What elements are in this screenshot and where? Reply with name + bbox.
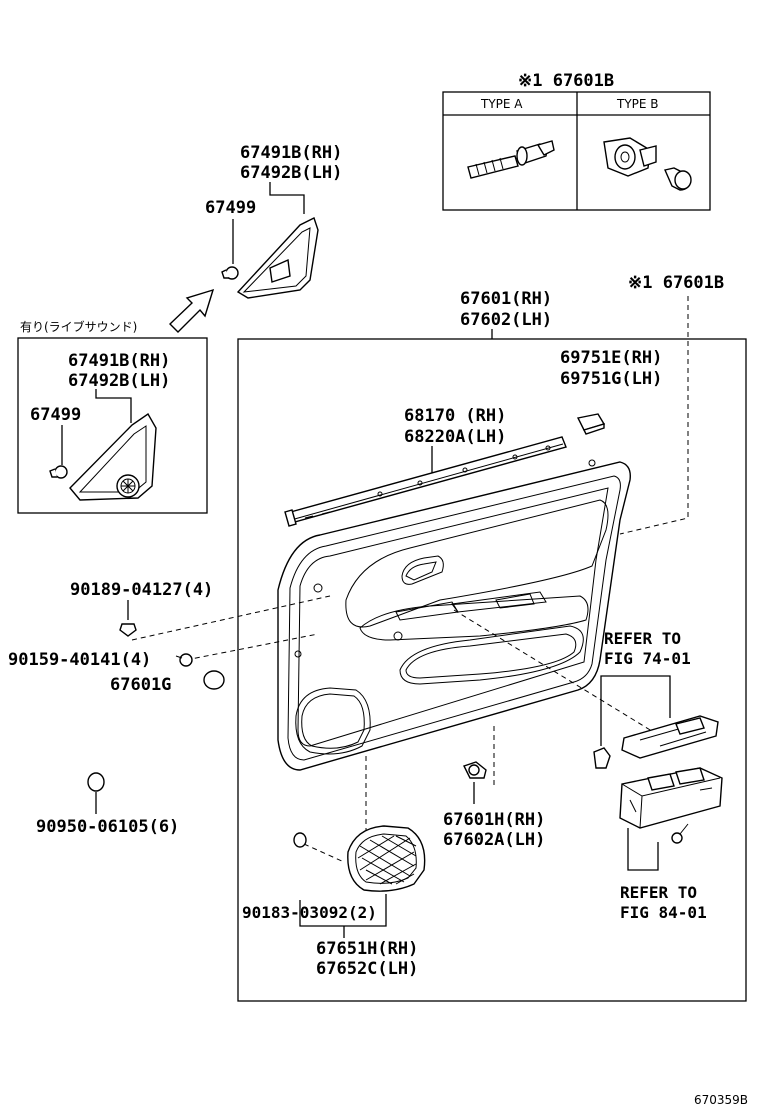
weatherstrip-rh-label: 68170 (RH): [404, 406, 506, 426]
speaker-grille-part: [347, 825, 426, 892]
figure-code: 670359B: [694, 1093, 748, 1107]
refer-74-line2: FIG 74-01: [604, 649, 691, 668]
refer-84-line1: REFER TO: [620, 883, 697, 902]
refer-74-line1: REFER TO: [604, 629, 681, 648]
door-trim-panel: [277, 459, 631, 771]
type-a-label: TYPE A: [480, 97, 523, 111]
inset-clip-part: [49, 465, 68, 479]
grille-lh-label: 67652C(LH): [316, 959, 418, 979]
inset-trim-rh-label: 67491B(RH): [68, 351, 170, 371]
clip-67499-label: 67499: [205, 198, 256, 218]
inset-caption: 有り(ライブサウンド): [20, 319, 137, 334]
clip-67601g-part: [203, 670, 225, 690]
inset-clip-label: 67499: [30, 405, 81, 425]
armrest-cover-part: [576, 413, 606, 435]
clip-90183-part: [293, 832, 307, 848]
clip-90183-label: 90183-03092(2): [242, 903, 377, 922]
power-window-switch: [619, 767, 723, 829]
panel-lh-label: 67602(LH): [460, 310, 552, 330]
header-ref-label: ※1 67601B: [518, 71, 614, 91]
plug-90950-label: 90950-06105(6): [36, 817, 179, 837]
type-table: TYPE A TYPE B: [442, 91, 711, 211]
inset-box: [17, 337, 208, 514]
clip-67601g-label: 67601G: [110, 675, 171, 695]
type-b-clip-illustration: [603, 137, 692, 191]
weatherstrip-part: [284, 436, 567, 527]
side-ref-label: ※1 67601B: [628, 273, 724, 293]
bracket-clip-part: [463, 761, 487, 779]
grille-rh-label: 67651H(RH): [316, 939, 418, 959]
window-switch-bezel: [593, 715, 719, 769]
clip-67499-part: [221, 266, 239, 280]
screw-90189-part: [119, 623, 137, 637]
trim-lh-label: 67492B(LH): [240, 163, 342, 183]
direction-arrow: [168, 288, 215, 333]
inset-trim-lh-label: 67492B(LH): [68, 371, 170, 391]
bracket-lh-label: 67602A(LH): [443, 830, 545, 850]
weatherstrip-lh-label: 68220A(LH): [404, 427, 506, 447]
bracket-rh-label: 67601H(RH): [443, 810, 545, 830]
type-a-clip-illustration: [467, 140, 555, 179]
plug-90950-part: [87, 772, 105, 792]
trim-rh-label: 67491B(RH): [240, 143, 342, 163]
switch-screw-part: [671, 823, 689, 844]
inset-speaker-trim: [69, 412, 157, 501]
screw-90159-part: [175, 653, 193, 667]
screw-90159-label: 90159-40141(4): [8, 650, 151, 670]
cover-rh-label: 69751E(RH): [560, 348, 662, 368]
screw-90189-label: 90189-04127(4): [70, 580, 213, 600]
type-b-label: TYPE B: [616, 97, 659, 111]
refer-84-line2: FIG 84-01: [620, 903, 707, 922]
mirror-cover-trim: [236, 217, 319, 299]
cover-lh-label: 69751G(LH): [560, 369, 662, 389]
panel-rh-label: 67601(RH): [460, 289, 552, 309]
